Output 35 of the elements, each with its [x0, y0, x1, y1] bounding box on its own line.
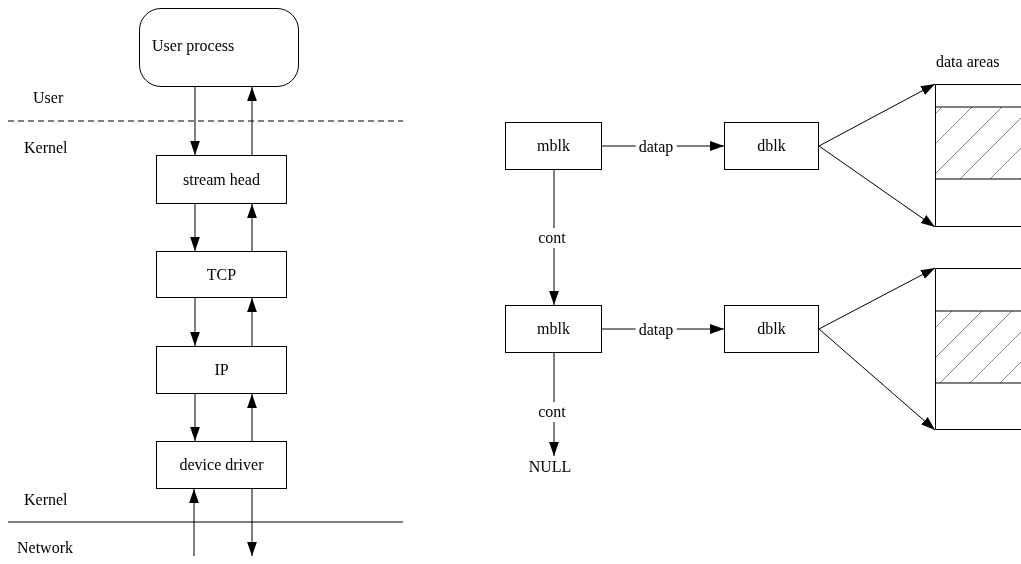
arrow [247, 297, 257, 347]
process-box: User process [139, 8, 299, 87]
region-label: Kernel [24, 138, 68, 158]
arrow [818, 267, 936, 330]
region-label: Network [17, 538, 73, 558]
process-box: dblk [724, 122, 819, 170]
arrow [818, 83, 936, 147]
arrow [818, 328, 936, 431]
edge-label: cont [535, 228, 569, 248]
arrow [190, 393, 200, 442]
edge-label: datap [635, 320, 677, 340]
process-box: TCP [156, 251, 287, 298]
arrow [247, 393, 257, 442]
arrow [190, 297, 200, 347]
edge-label: cont [535, 402, 569, 422]
arrow [190, 86, 200, 156]
process-box: dblk [724, 305, 819, 353]
process-box: IP [156, 346, 287, 394]
region-label: User [33, 88, 64, 108]
area-heading: data areas [936, 52, 1000, 72]
process-box: stream head [156, 155, 287, 204]
null-text: NULL [526, 456, 574, 478]
edge-label: datap [635, 137, 677, 157]
arrow [247, 488, 257, 557]
region-label: Kernel [24, 490, 68, 510]
process-box: device driver [156, 441, 287, 489]
data-area [935, 268, 1021, 430]
arrow [190, 203, 200, 252]
process-box: mblk [505, 122, 602, 170]
data-area [935, 84, 1021, 227]
arrow [247, 86, 257, 156]
arrow [189, 488, 199, 557]
process-box: mblk [505, 305, 602, 353]
arrow [247, 203, 257, 252]
arrow [818, 145, 936, 228]
